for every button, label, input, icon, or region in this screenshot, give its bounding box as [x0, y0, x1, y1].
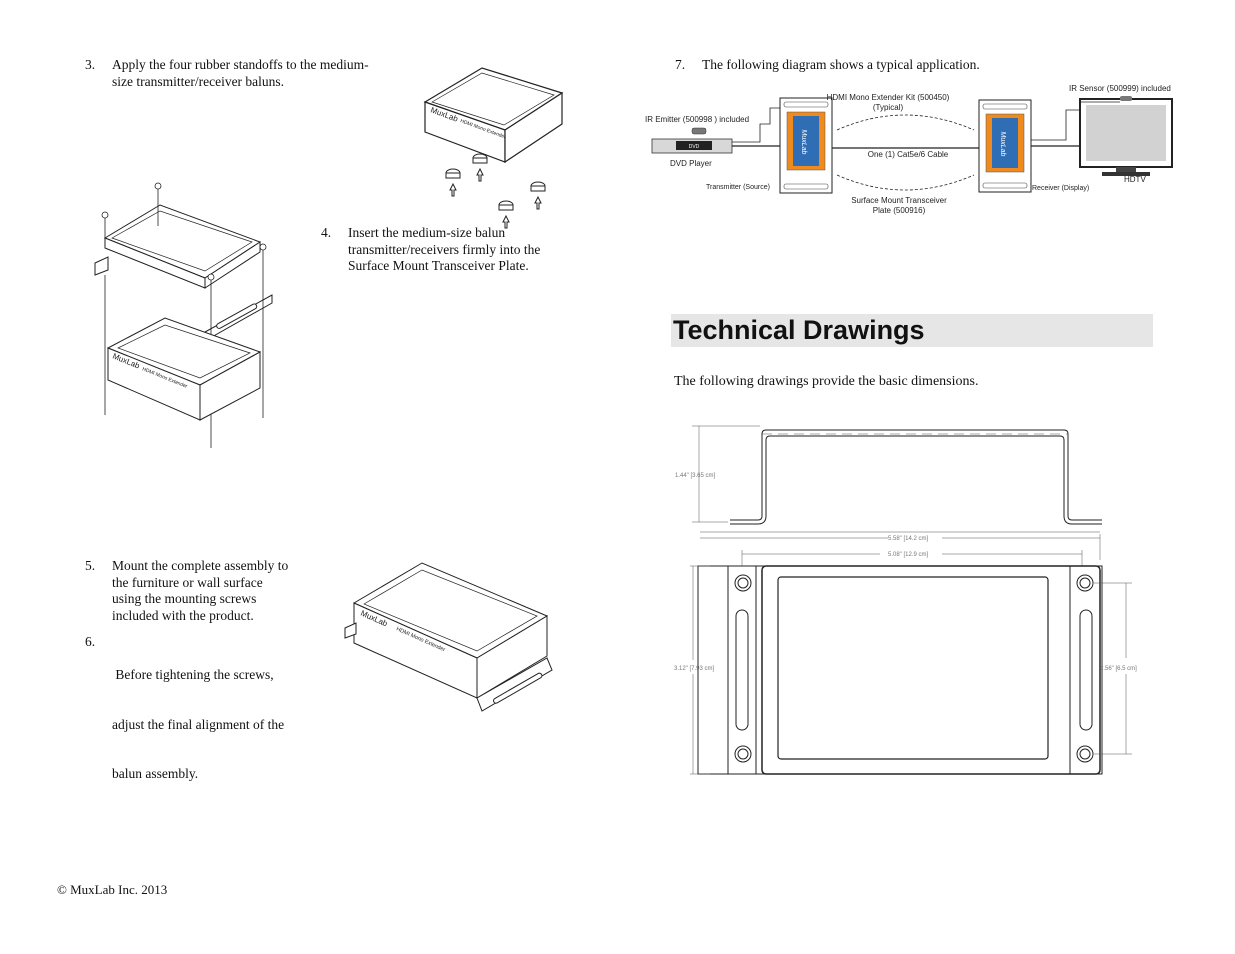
- dvd-display-label: DVD: [689, 144, 700, 150]
- step-text-line: Apply the four rubber standoffs to the m…: [112, 57, 369, 72]
- dvd-player-label: DVD Player: [670, 159, 712, 168]
- plate-label: Surface Mount Transceiver: [851, 196, 947, 205]
- step-text-line: Before tightening the screws,: [112, 667, 274, 682]
- step-text-line: using the mounting screws: [112, 591, 257, 606]
- step-text-line: included with the product.: [112, 607, 254, 623]
- plate-label-part: Plate (500916): [873, 206, 926, 215]
- balun-with-standoffs-illustration: MuxLab HDMI Mono Extender: [423, 67, 564, 229]
- top-view-drawing: 5.58" [14.2 cm] 5.08" [12.9 cm] 3.12" [7…: [674, 531, 1137, 775]
- receiver-plate: MuxLab: [978, 99, 1032, 193]
- step-number: 4.: [321, 225, 332, 240]
- ir-sensor-label: IR Sensor (500999) included: [1069, 84, 1171, 93]
- side-view-drawing: 1.44" [3.65 cm]: [675, 425, 1102, 525]
- step-number: 5.: [85, 558, 96, 573]
- step-text-line: size transmitter/receiver baluns.: [112, 73, 285, 89]
- step-5: 5. Mount the complete assembly to the fu…: [85, 558, 315, 626]
- section-title: Technical Drawings: [673, 315, 925, 345]
- application-diagram: MuxLab MuxLab DVD HDMI Mono Extender Kit…: [645, 84, 1173, 215]
- hdtv-label: HDTV: [1124, 175, 1146, 184]
- balun-brand: MuxLab: [800, 130, 807, 155]
- step-3: 3. Apply the four rubber standoffs to th…: [85, 57, 395, 91]
- hole-width-dimension: 5.08" [12.9 cm]: [888, 552, 928, 558]
- step-4: 4. Insert the medium-size balun transmit…: [321, 225, 581, 277]
- ir-emitter: [691, 127, 707, 135]
- step-text-line: Mount the complete assembly to: [112, 558, 289, 573]
- receiver-label: Receiver (Display): [1032, 185, 1089, 192]
- kit-label: HDMI Mono Extender Kit (500450): [827, 93, 950, 102]
- depth-dimension: 3.12" [7.93 cm]: [674, 666, 714, 672]
- balun-brand: MuxLab: [999, 132, 1006, 157]
- step-number: 3.: [85, 57, 96, 72]
- copyright-footer: © MuxLab Inc. 2013: [57, 882, 168, 897]
- step-text-line: The following diagram shows a typical ap…: [702, 57, 980, 72]
- step-text-line: the furniture or wall surface: [112, 574, 263, 590]
- step-text-line: adjust the final alignment of the: [112, 716, 285, 732]
- section-heading-bar: Technical Drawings: [671, 314, 1153, 347]
- step-number: 6.: [85, 634, 96, 649]
- assembled-device-illustration: MuxLab HDMI Mono Extender: [344, 562, 553, 712]
- outer-width-dimension: 5.58" [14.2 cm]: [888, 536, 928, 542]
- kit-label-typical: (Typical): [873, 103, 904, 112]
- step-text-line: transmitter/receivers firmly into the: [348, 241, 541, 257]
- step-7: 7. The following diagram shows a typical…: [675, 57, 1075, 75]
- intro-paragraph: The following drawings provide the basic…: [674, 374, 979, 389]
- hole-depth-dimension: 2.56" [6.5 cm]: [1100, 666, 1137, 672]
- step-6: 6. Before tightening the screws, adjust …: [85, 634, 315, 781]
- step-text-line: Insert the medium-size balun: [348, 225, 506, 240]
- dvd-player: DVD: [651, 127, 733, 154]
- height-dimension: 1.44" [3.65 cm]: [675, 473, 715, 479]
- transmitter-label: Transmitter (Source): [706, 184, 770, 191]
- hdtv: [1079, 96, 1173, 176]
- ir-sensor: [1120, 96, 1132, 101]
- step-text-line: Surface Mount Transceiver Plate.: [348, 258, 529, 273]
- transmitter-plate: MuxLab: [779, 97, 833, 194]
- step-number: 7.: [675, 57, 686, 72]
- step-text-line: balun assembly.: [112, 766, 199, 781]
- ir-emitter-label: IR Emitter (500998 ) included: [645, 115, 749, 124]
- exploded-assembly-illustration: MuxLab HDMI Mono Extender: [94, 182, 273, 448]
- cable-label: One (1) Cat5e/6 Cable: [868, 150, 949, 159]
